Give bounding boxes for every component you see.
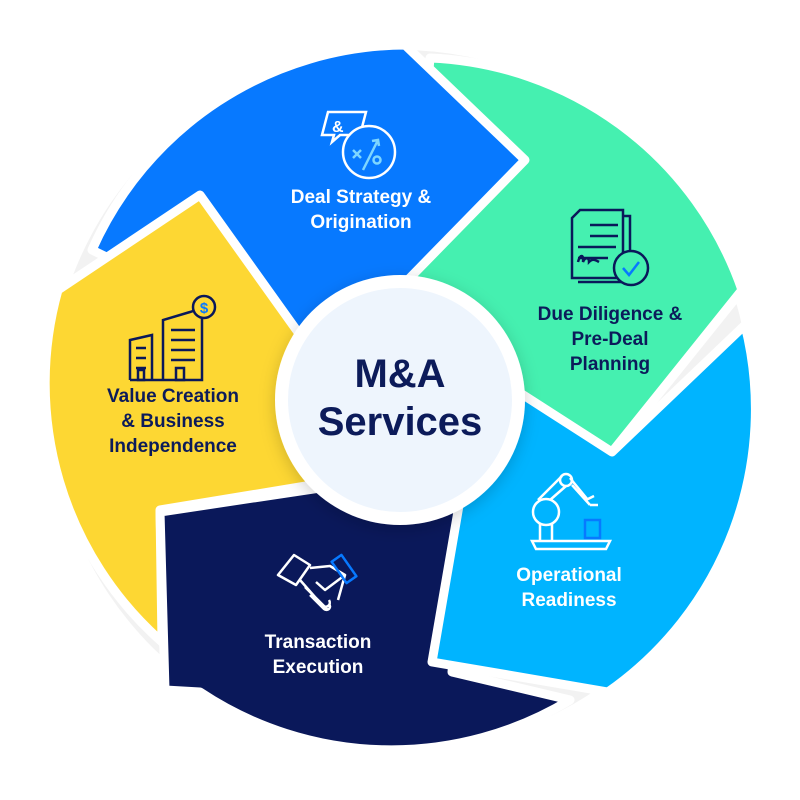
signed-document-check-icon	[570, 208, 650, 287]
buildings-dollar-icon: $	[128, 294, 217, 382]
label-transaction-execution: Transaction Execution	[208, 630, 428, 680]
svg-text:$: $	[200, 300, 209, 317]
handshake-icon	[276, 553, 358, 612]
label-line: Origination	[310, 212, 412, 233]
label-value-creation: Value Creation & Business Independence	[63, 384, 283, 459]
segment-deal-strategy	[87, 40, 530, 405]
label-line: Pre-Deal	[571, 329, 649, 350]
label-line: Independence	[109, 436, 237, 457]
center-circle	[288, 288, 512, 512]
center-title: M&A Services	[300, 350, 500, 446]
center-title-line1: M&A	[354, 352, 446, 396]
label-due-diligence: Due Diligence & Pre-Deal Planning	[500, 302, 720, 377]
label-line: Planning	[569, 354, 651, 375]
label-operational-readiness: Operational Readiness	[459, 563, 679, 613]
svg-text:&: &	[332, 119, 344, 136]
label-line: Due Diligence &	[537, 304, 683, 325]
center-title-line2: Services	[317, 400, 483, 444]
label-line: Operational	[516, 565, 622, 586]
label-line: Execution	[272, 657, 364, 678]
label-line: Transaction	[264, 632, 372, 653]
label-line: Value Creation	[107, 386, 239, 407]
label-line: & Business	[121, 411, 225, 432]
robotic-arm-icon	[529, 472, 613, 551]
label-line: Readiness	[521, 590, 617, 611]
label-line: Deal Strategy &	[290, 187, 432, 208]
label-deal-strategy: Deal Strategy & Origination	[251, 185, 471, 235]
strategy-chat-icon: &	[320, 110, 397, 180]
